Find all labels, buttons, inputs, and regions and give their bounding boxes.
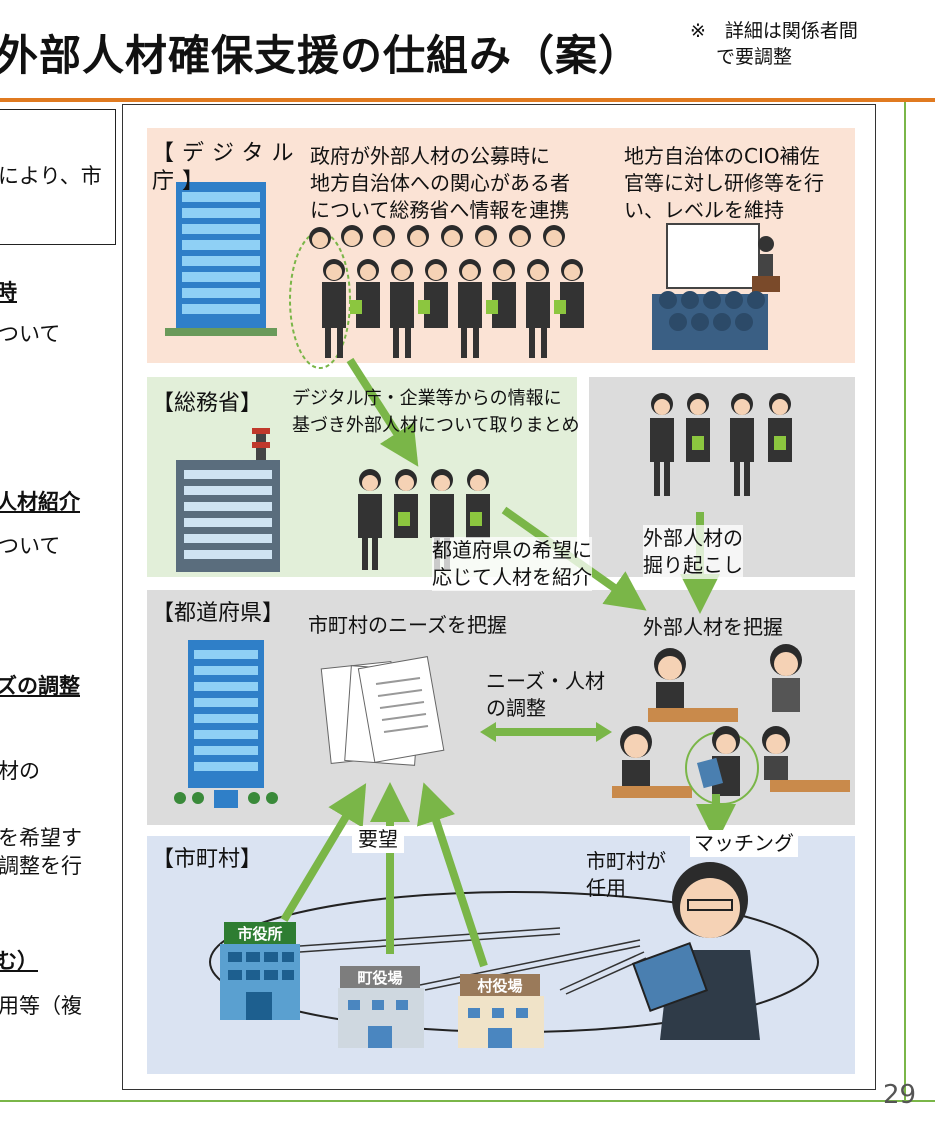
soumu-introduce-text: 都道府県の希望に応じて人材を紹介 — [432, 537, 592, 591]
left-heading-1: 時 — [0, 280, 17, 304]
left-summary-box — [0, 109, 116, 245]
crowd-icon — [289, 225, 584, 369]
soumu-people-icon — [358, 469, 490, 570]
request-label: 要望 — [352, 826, 404, 853]
left-text-2: ついて — [0, 534, 61, 558]
seminar-icon — [652, 223, 780, 350]
soumu-label: 【総務省】 — [152, 391, 263, 416]
note-line-2: で要調整 — [716, 46, 793, 68]
left-text-3: 材の — [0, 759, 40, 783]
documents-icon — [320, 656, 445, 766]
right-rule — [904, 102, 906, 1102]
appoint-text: 市町村が任用 — [586, 849, 666, 900]
footer-rule — [0, 1100, 935, 1102]
meeting-icon — [612, 644, 850, 805]
page-title: 外部人材確保支援の仕組み（案） — [0, 31, 642, 80]
village-hall-sign: 村役場 — [477, 977, 522, 995]
left-text-4: を希望す — [0, 826, 82, 850]
left-text-6: 用等（複 — [0, 994, 82, 1018]
prefecture-building-icon — [174, 640, 278, 808]
note-line-1: ※ 詳細は関係者間 — [690, 20, 858, 42]
town-hall-icon — [338, 966, 424, 1048]
prefecture-label: 【都道府県】 — [152, 601, 285, 626]
left-heading-2: 人材紹介 — [0, 490, 80, 514]
left-text-1: ついて — [0, 322, 61, 346]
page-number: 29 — [883, 1080, 917, 1110]
left-heading-4: む） — [0, 949, 38, 973]
city-hall-icon — [220, 922, 300, 1020]
talent-pool-people-icon — [650, 393, 792, 496]
digital-text-2: 地方自治体のCIO補佐官等に対し研修等を行い、レベルを維持 — [624, 144, 824, 222]
city-hall-sign: 市役所 — [237, 925, 282, 943]
note: ※ 詳細は関係者間 で要調整 — [690, 18, 858, 70]
prefecture-adjust-text: ニーズ・人材の調整 — [486, 669, 605, 720]
prefecture-needs-text: 市町村のニーズを把握 — [308, 613, 507, 637]
municipality-label: 【市町村】 — [152, 847, 263, 872]
left-box-line: により、市 — [0, 164, 102, 188]
left-text-5: 調整を行 — [0, 854, 82, 878]
digital-building-icon — [165, 182, 277, 336]
digital-text-1: 政府が外部人材の公募時に地方自治体への関心がある者について総務省へ情報を連携 — [310, 144, 570, 222]
matching-label: マッチング — [690, 830, 798, 857]
digital-label: 【デジタル庁】 — [152, 141, 302, 194]
village-hall-icon — [458, 974, 544, 1048]
appointed-person-icon — [631, 862, 760, 1040]
talent-dig-text: 外部人材の掘り起こし — [643, 525, 743, 579]
prefecture-talent-text: 外部人材を把握 — [643, 615, 783, 639]
left-heading-3: ズの調整 — [0, 674, 80, 698]
soumu-building-icon — [176, 428, 280, 572]
town-hall-sign: 町役場 — [357, 969, 402, 987]
header-rule — [0, 98, 935, 102]
soumu-text: デジタル庁・企業等からの情報に基づき外部人材について取りまとめ — [292, 388, 580, 436]
